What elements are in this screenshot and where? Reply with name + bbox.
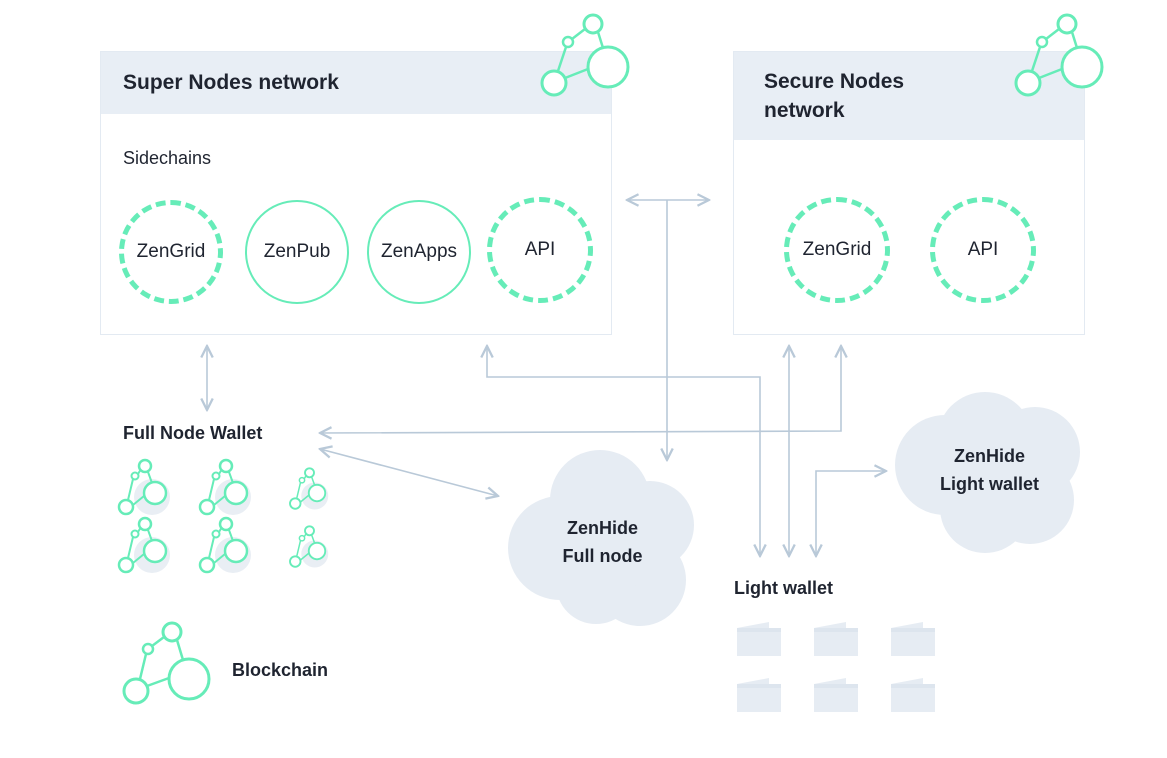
node-zenpub[interactable]: ZenPub bbox=[245, 200, 349, 304]
light-wallet-label: Light wallet bbox=[734, 578, 833, 598]
secure-nodes-panel: Secure Nodes network ZenGrid API bbox=[733, 51, 1085, 335]
node-label: API bbox=[524, 239, 556, 260]
panel-title-line2: network bbox=[764, 99, 845, 122]
node-label: ZenGrid bbox=[136, 241, 206, 262]
node-label: ZenPub bbox=[263, 241, 331, 262]
node-label: ZenApps bbox=[380, 241, 458, 262]
zenhide-light-wallet-cloud bbox=[895, 392, 1080, 553]
node-label: API bbox=[967, 239, 999, 260]
cloud-line1: ZenHide bbox=[566, 518, 638, 538]
zenhide-light-wallet-label: ZenHide Light wallet bbox=[922, 442, 1057, 498]
node-zenapps[interactable]: ZenApps bbox=[367, 200, 471, 304]
zenhide-full-node-label: ZenHide Full node bbox=[540, 514, 665, 570]
panel-title-line1: Secure Nodes bbox=[764, 70, 905, 93]
cloud-line2: Light wallet bbox=[940, 474, 1039, 494]
blockchain-legend-label: Blockchain bbox=[232, 660, 329, 680]
node-api[interactable]: API bbox=[930, 197, 1036, 303]
panel-title: Super Nodes network bbox=[101, 52, 611, 114]
node-zengrid[interactable]: ZenGrid bbox=[119, 200, 223, 304]
panel-title: Secure Nodes network bbox=[734, 52, 1084, 140]
connectors bbox=[207, 200, 886, 556]
super-nodes-panel: Super Nodes network Sidechains ZenGrid Z… bbox=[100, 51, 612, 335]
node-label: ZenGrid bbox=[802, 239, 872, 260]
sidechains-label: Sidechains bbox=[123, 148, 212, 168]
node-api[interactable]: API bbox=[487, 197, 593, 303]
cloud-line1: ZenHide bbox=[953, 446, 1025, 466]
node-zengrid[interactable]: ZenGrid bbox=[784, 197, 890, 303]
full-node-wallet-label: Full Node Wallet bbox=[123, 423, 263, 443]
cloud-line2: Full node bbox=[562, 546, 643, 566]
